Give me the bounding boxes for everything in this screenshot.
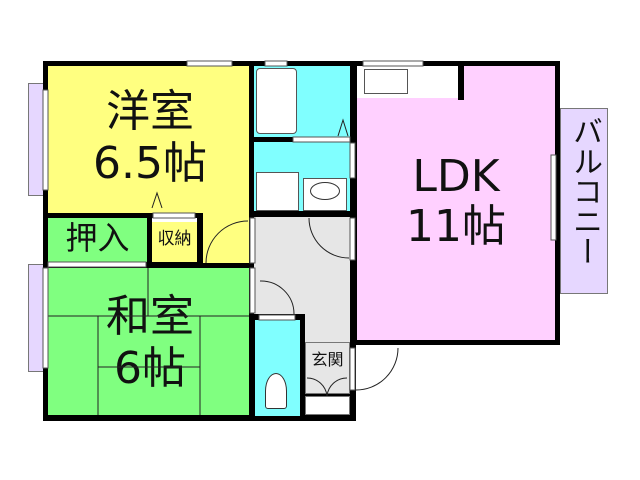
door-frame (258, 314, 296, 321)
balcony-name: バルコニー (567, 116, 602, 266)
washing-machine (256, 172, 299, 211)
door-frame (249, 217, 256, 264)
door-frame (349, 347, 356, 391)
entrance-name: 玄関 (311, 350, 344, 369)
window-sash (47, 261, 147, 268)
storage (152, 218, 197, 262)
window-sash (550, 154, 557, 241)
western-room (48, 66, 249, 213)
window-sash (42, 267, 49, 369)
window-top (264, 60, 288, 67)
closet-oshiire (48, 218, 147, 262)
window-sash (42, 89, 49, 191)
closet-oshiire-name: 押入 (65, 219, 130, 257)
hallway-lower (305, 300, 350, 342)
window-top (186, 60, 233, 67)
door-swing-entrance-inner (306, 377, 348, 397)
door-swing-ldk (308, 217, 350, 259)
toilet-bowl (265, 373, 287, 409)
ldk-size: 11帖 (406, 201, 506, 252)
door-frame (152, 212, 196, 219)
washbasin-bowl (310, 182, 340, 200)
door-frame (292, 136, 351, 143)
balcony (560, 108, 608, 294)
door-swing-entrance (355, 347, 399, 391)
ldk (357, 66, 555, 340)
shoe-box (305, 396, 350, 415)
arrow-mark (337, 118, 349, 137)
door-swing-toilet (259, 280, 295, 315)
door-frame (249, 267, 256, 314)
ldk-name: LDK (412, 151, 500, 202)
window-top (362, 60, 424, 67)
kitchen-partition (458, 66, 464, 100)
door-swing-western (205, 220, 249, 264)
window-sash (349, 142, 356, 179)
bathtub (256, 68, 297, 134)
western-room-name: 洋室 (106, 86, 194, 137)
storage-name: 収納 (157, 229, 192, 249)
entrance (305, 342, 350, 394)
kitchen-sink (364, 69, 408, 94)
japanese-room-size: 6帖 (114, 343, 186, 394)
arrow-mark (151, 191, 163, 209)
door-frame (349, 217, 356, 261)
western-room-size: 6.5帖 (93, 138, 207, 189)
